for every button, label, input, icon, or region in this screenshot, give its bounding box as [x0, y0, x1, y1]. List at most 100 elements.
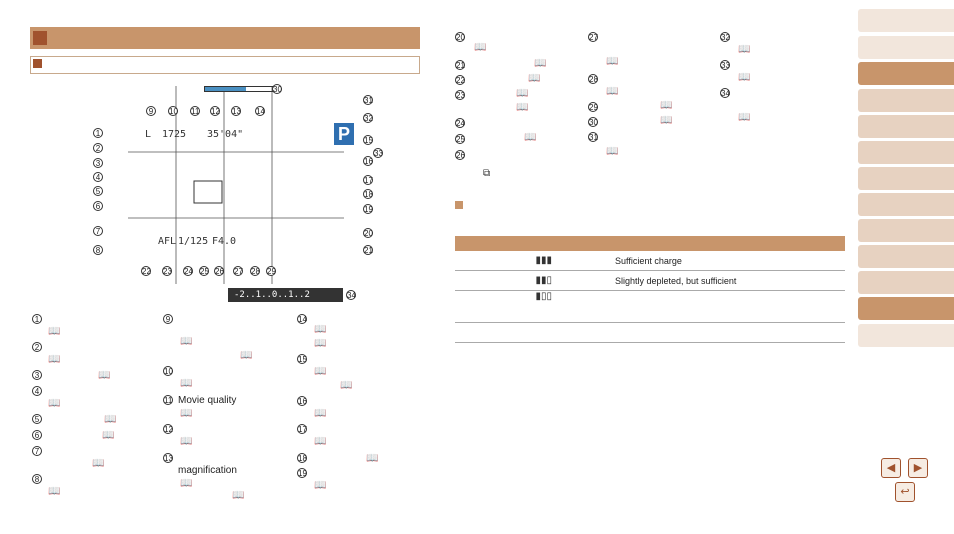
item-num-26: 26: [455, 150, 465, 160]
battery-table: ▮▮▮ Sufficient charge ▮▮▯ Slightly deple…: [455, 236, 845, 343]
shooting-mode-badge: P: [334, 123, 354, 145]
item-num-32: 32: [720, 32, 730, 42]
movie-quality-label: Movie quality: [178, 395, 237, 406]
item-num-15: 15: [297, 354, 307, 364]
callout-15: 15: [363, 135, 373, 145]
sidebar-tab-4[interactable]: [858, 89, 954, 112]
sidebar-tab-9[interactable]: [858, 219, 954, 242]
item-num-34: 34: [720, 88, 730, 98]
book-icon[interactable]: 📖: [516, 102, 529, 113]
callout-21: 21: [363, 245, 373, 255]
book-icon[interactable]: 📖: [102, 430, 115, 441]
sidebar-tab-7[interactable]: [858, 167, 954, 190]
sidebar-tab-3[interactable]: [858, 62, 954, 85]
shutter-speed: 1/125: [178, 236, 209, 247]
sidebar-tab-10[interactable]: [858, 245, 954, 268]
callout-9: 9: [146, 106, 156, 116]
shots-remaining: 1725: [162, 129, 187, 140]
book-icon[interactable]: 📖: [240, 350, 253, 361]
book-icon[interactable]: 📖: [474, 42, 487, 53]
book-icon[interactable]: 📖: [660, 115, 673, 126]
sidebar-tab-13[interactable]: [858, 324, 954, 347]
book-icon[interactable]: 📖: [606, 56, 619, 67]
book-icon[interactable]: 📖: [366, 453, 379, 464]
item-num-19: 19: [297, 468, 307, 478]
book-icon[interactable]: 📖: [738, 72, 751, 83]
book-icon[interactable]: 📖: [104, 414, 117, 425]
callout-26: 26: [214, 266, 224, 276]
book-icon[interactable]: 📖: [48, 326, 61, 337]
book-icon[interactable]: 📖: [48, 486, 61, 497]
sidebar-tab-1[interactable]: [858, 9, 954, 32]
callout-23: 23: [162, 266, 172, 276]
book-icon[interactable]: 📖: [314, 408, 327, 419]
item-num-6: 6: [32, 430, 42, 440]
subsection-header: [30, 56, 420, 74]
item-num-23: 23: [455, 90, 465, 100]
book-icon[interactable]: 📖: [314, 480, 327, 491]
sidebar-tab-6[interactable]: [858, 141, 954, 164]
callout-6: 6: [93, 201, 103, 211]
book-icon[interactable]: 📖: [534, 58, 547, 69]
callout-32: 32: [363, 113, 373, 123]
callout-20: 20: [363, 228, 373, 238]
sidebar-tab-8[interactable]: [858, 193, 954, 216]
item-num-30: 30: [588, 117, 598, 127]
item-num-5: 5: [32, 414, 42, 424]
book-icon[interactable]: 📖: [180, 408, 193, 419]
book-icon[interactable]: 📖: [314, 366, 327, 377]
arrow-right-icon[interactable]: ▶: [908, 458, 928, 478]
book-icon[interactable]: 📖: [98, 370, 111, 381]
book-icon[interactable]: 📖: [48, 398, 61, 409]
camera-screen-diagram: [128, 86, 344, 284]
callout-27: 27: [233, 266, 243, 276]
sidebar-tab-11[interactable]: [858, 271, 954, 294]
book-icon[interactable]: 📖: [314, 324, 327, 335]
sidebar-tab-2[interactable]: [858, 36, 954, 59]
callout-18: 18: [363, 189, 373, 199]
aperture-value: F4.0: [212, 236, 237, 247]
book-icon[interactable]: 📖: [340, 380, 353, 391]
book-icon[interactable]: 📖: [180, 478, 193, 489]
arrow-left-icon[interactable]: ◀: [881, 458, 901, 478]
book-icon[interactable]: 📖: [180, 336, 193, 347]
callout-8: 8: [93, 245, 103, 255]
book-icon[interactable]: 📖: [48, 354, 61, 365]
item-num-28: 28: [588, 74, 598, 84]
table-header: [455, 236, 845, 251]
item-num-9: 9: [163, 314, 173, 324]
callout-16: 16: [363, 156, 373, 166]
book-icon[interactable]: 📖: [314, 436, 327, 447]
item-num-2: 2: [32, 342, 42, 352]
header-square-icon: [33, 31, 47, 45]
book-icon[interactable]: 📖: [516, 88, 529, 99]
section-header: [30, 27, 420, 49]
item-num-27: 27: [588, 32, 598, 42]
sidebar-tab-12[interactable]: [858, 297, 954, 320]
callout-2: 2: [93, 143, 103, 153]
book-icon[interactable]: 📖: [314, 338, 327, 349]
item-num-1: 1: [32, 314, 42, 324]
callout-11: 11: [190, 106, 200, 116]
callout-19: 19: [363, 204, 373, 214]
return-icon[interactable]: ↩: [895, 482, 915, 502]
callout-13: 13: [231, 106, 241, 116]
table-row: ▮▮▮ Sufficient charge: [455, 251, 845, 271]
book-icon[interactable]: 📖: [528, 73, 541, 84]
book-icon[interactable]: 📖: [232, 490, 245, 501]
magnification-label: magnification: [178, 465, 237, 476]
book-icon[interactable]: 📖: [738, 44, 751, 55]
book-icon[interactable]: 📖: [660, 100, 673, 111]
sidebar-tab-5[interactable]: [858, 115, 954, 138]
book-icon[interactable]: 📖: [606, 86, 619, 97]
recording-time: 35'04": [207, 129, 244, 140]
af-lock: AFL: [158, 236, 177, 247]
book-icon[interactable]: 📖: [606, 146, 619, 157]
book-icon[interactable]: 📖: [180, 378, 193, 389]
book-icon[interactable]: 📖: [524, 132, 537, 143]
book-icon[interactable]: 📖: [92, 458, 105, 469]
item-num-4: 4: [32, 386, 42, 396]
item-num-21: 21: [455, 60, 465, 70]
book-icon[interactable]: 📖: [180, 436, 193, 447]
book-icon[interactable]: 📖: [738, 112, 751, 123]
